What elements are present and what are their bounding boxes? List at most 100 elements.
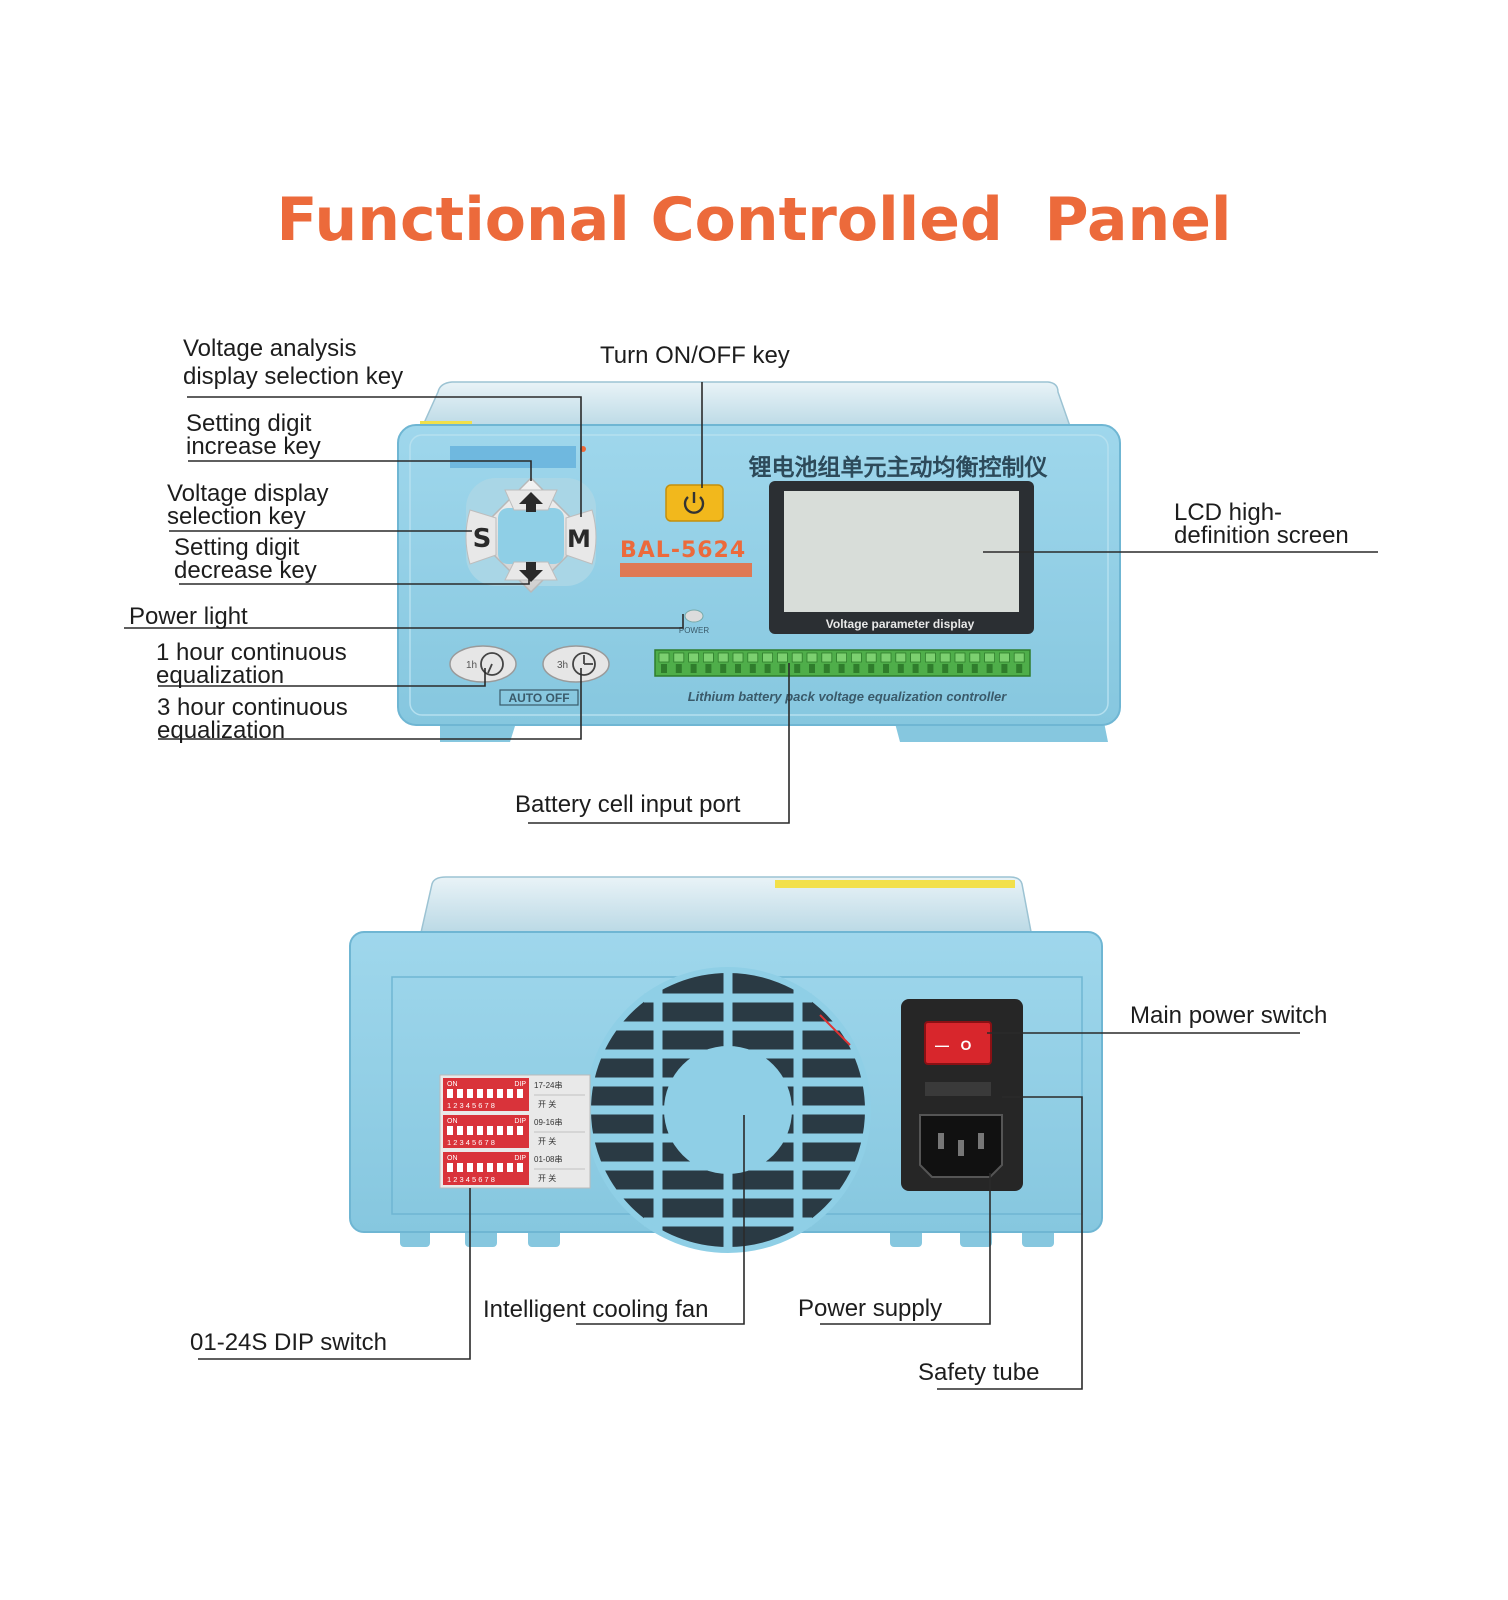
auto-off-label: AUTO OFF <box>508 691 569 705</box>
dip-switch-lever[interactable] <box>497 1163 503 1172</box>
dip-note-label: 开 关 <box>538 1136 556 1146</box>
up-arrow-icon <box>519 492 543 512</box>
dip-switch-lever[interactable] <box>507 1163 513 1172</box>
terminal-slot <box>703 652 714 663</box>
timer-3h-button[interactable]: 3h <box>542 645 610 683</box>
label-safety-tube: Safety tube <box>918 1359 1040 1386</box>
terminal-screw <box>690 664 697 673</box>
terminal-screw <box>912 664 919 673</box>
terminal-slot <box>954 652 966 663</box>
up-key[interactable] <box>504 489 558 512</box>
s-key[interactable]: S <box>465 509 497 565</box>
dip-switch-lever[interactable] <box>517 1163 523 1172</box>
dip-dip-label: DIP <box>514 1081 526 1088</box>
terminal-slot <box>747 652 759 663</box>
label-line: 1 hour continuous <box>156 639 347 666</box>
terminal-screw <box>853 664 860 673</box>
dip-on-label: ON <box>447 1155 458 1162</box>
terminal-screw <box>661 664 667 673</box>
power-key[interactable] <box>665 484 724 522</box>
terminal-screw <box>927 664 934 673</box>
dip-switch-lever[interactable] <box>487 1089 493 1098</box>
dip-switch-lever[interactable] <box>447 1089 453 1098</box>
terminal-slot <box>939 652 951 663</box>
terminal-screw <box>823 664 830 673</box>
timer-3h-label: 3h <box>557 660 568 671</box>
dip-switch-lever[interactable] <box>477 1163 483 1172</box>
page-title: Functional Controlled Panel <box>276 185 1232 255</box>
label-lcd-screen: LCD high- definition screen <box>1174 501 1349 549</box>
dip-switch-lever[interactable] <box>477 1126 483 1135</box>
terminal-slot <box>836 652 847 663</box>
label-line: display selection key <box>183 363 404 390</box>
label-power-supply: Power supply <box>798 1295 943 1322</box>
dip-switch-lever[interactable] <box>497 1126 503 1135</box>
dip-switch-lever[interactable] <box>467 1089 473 1098</box>
label-three-hour: 3 hour continuous equalization <box>157 694 348 744</box>
dip-switch-lever[interactable] <box>517 1089 523 1098</box>
dip-switch-lever[interactable] <box>457 1163 463 1172</box>
device-title: 锂电池组单元主动均衡控制仪 <box>749 454 1049 481</box>
dip-switch-lever[interactable] <box>487 1163 493 1172</box>
dip-range-label: 17-24串 <box>534 1081 562 1090</box>
dip-switch-lever[interactable] <box>447 1163 453 1172</box>
terminal-screw <box>838 664 845 673</box>
dip-range-label: 01-08串 <box>534 1155 562 1164</box>
rocker-on-mark: — <box>935 1037 949 1053</box>
terminal-screw <box>749 664 756 673</box>
terminal-slot <box>969 652 981 663</box>
dip-switch-lever[interactable] <box>487 1126 493 1135</box>
terminal-slot <box>984 652 995 663</box>
label-line: increase key <box>186 433 321 460</box>
label-on-off-key: Turn ON/OFF key <box>600 342 790 369</box>
terminal-slot <box>1013 652 1025 663</box>
terminal-screw <box>705 664 712 673</box>
label-line: Voltage analysis <box>183 335 357 362</box>
label-line: equalization <box>157 717 286 744</box>
label-line: 3 hour continuous <box>157 694 348 721</box>
terminal-slot <box>717 652 729 663</box>
label-line: definition screen <box>1174 522 1349 549</box>
dip-range-label: 09-16串 <box>534 1118 562 1127</box>
power-icon <box>683 492 705 514</box>
dip-switch-lever[interactable] <box>457 1126 463 1135</box>
dip-switch-lever[interactable] <box>507 1126 513 1135</box>
dip-switch-lever[interactable] <box>477 1089 483 1098</box>
dip-switch-lever[interactable] <box>457 1089 463 1098</box>
dip-switch-lever[interactable] <box>517 1126 523 1135</box>
terminal-slot <box>925 652 936 663</box>
terminal-screw <box>868 664 875 673</box>
m-key[interactable]: M <box>565 509 597 565</box>
down-key[interactable] <box>504 561 558 582</box>
terminal-slot <box>910 652 921 663</box>
dip-switch-lever[interactable] <box>447 1126 453 1135</box>
terminal-screw <box>809 664 815 673</box>
timer-1h-button[interactable]: 1h <box>449 645 517 683</box>
dip-switch-lever[interactable] <box>507 1089 513 1098</box>
dip-switch-lever[interactable] <box>497 1089 503 1098</box>
terminal-slot <box>999 652 1010 663</box>
dip-note-label: 开 关 <box>538 1099 556 1109</box>
terminal-screw <box>675 664 682 673</box>
terminal-slot <box>880 652 892 663</box>
terminal-slot <box>851 652 862 663</box>
front-device: S M BAL-5624 锂电池组单元主动均衡控制仪 Voltage param… <box>397 381 1121 742</box>
main-power-rocker[interactable]: — O <box>924 1021 992 1065</box>
lcd-caption: Voltage parameter display <box>826 617 975 631</box>
terminal-slot <box>673 652 685 663</box>
terminal-screw <box>735 664 741 673</box>
dip-switch-lever[interactable] <box>467 1126 473 1135</box>
dip-switch-lever[interactable] <box>467 1163 473 1172</box>
label-voltage-analysis-key: Voltage analysis display selection key <box>183 335 404 390</box>
terminal-screw <box>720 664 727 673</box>
dip-dip-label: DIP <box>514 1118 526 1125</box>
dip-dip-label: DIP <box>514 1155 526 1162</box>
terminal-screw <box>883 664 889 673</box>
dip-digits: 1 2 3 4 5 6 7 8 <box>447 1101 495 1110</box>
terminal-slot <box>777 652 788 663</box>
label-one-hour: 1 hour continuous equalization <box>156 639 347 688</box>
label-line: Voltage display <box>167 480 329 507</box>
